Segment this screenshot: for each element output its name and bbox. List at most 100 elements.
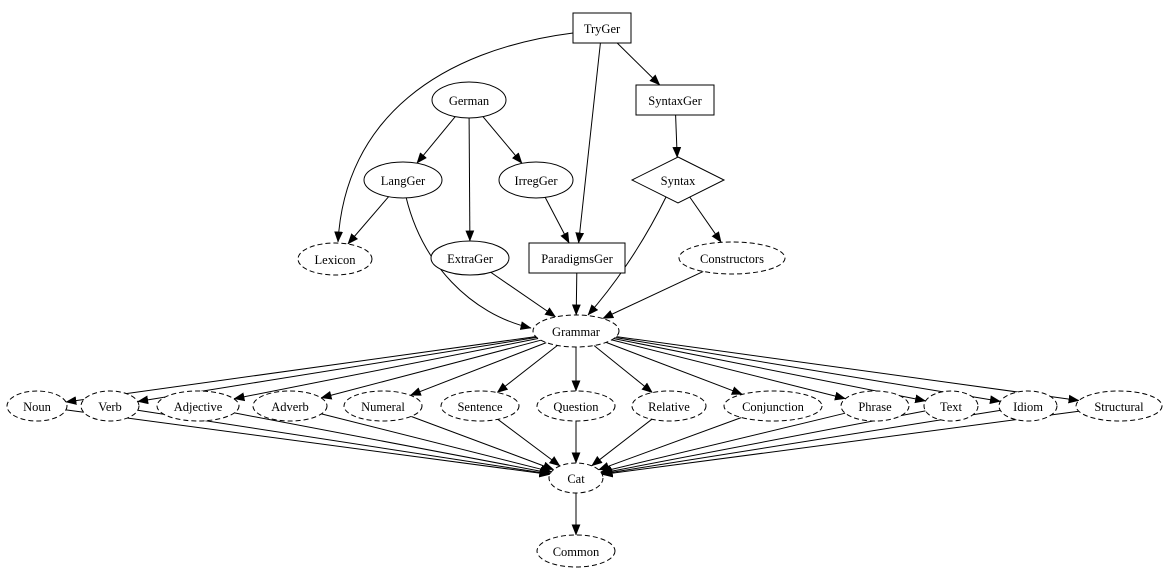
node-Adjective: Adjective <box>156 390 240 422</box>
edge-Structural-Cat <box>601 410 1079 478</box>
node-label: LangGer <box>381 174 426 188</box>
node-Cat: Cat <box>548 462 604 494</box>
node-label: Relative <box>648 400 690 414</box>
node-Relative: Relative <box>631 390 707 422</box>
node-label: ExtraGer <box>447 252 494 266</box>
edge-Numeral-Cat <box>410 415 555 471</box>
ellipse-shape <box>430 240 510 276</box>
ellipse-shape <box>923 390 979 422</box>
ellipse-shape <box>840 390 910 422</box>
edge-TryGer-ParadigmsGer <box>575 42 601 244</box>
edge-Grammar-Relative <box>593 345 653 393</box>
node-label: ParadigmsGer <box>541 252 613 266</box>
ellipse-shape <box>1075 390 1163 422</box>
node-Noun: Noun <box>6 390 68 422</box>
ellipse-shape <box>297 242 373 276</box>
node-Verb: Verb <box>80 390 140 422</box>
node-label: Cat <box>567 472 585 486</box>
node-German: German <box>431 81 507 119</box>
node-Grammar: Grammar <box>532 314 620 348</box>
edge-Conjunction-Cat <box>598 417 742 471</box>
node-Lexicon: Lexicon <box>297 242 373 276</box>
node-label: Phrase <box>858 400 892 414</box>
node-Numeral: Numeral <box>343 390 423 422</box>
edge-Adverb-Cat <box>321 413 552 474</box>
node-label: Adverb <box>271 400 309 414</box>
edge-German-LangGer <box>416 116 456 164</box>
edge-IrregGer-ParadigmsGer <box>544 197 570 244</box>
ellipse-shape <box>532 314 620 348</box>
ellipse-shape <box>536 390 616 422</box>
ellipse-shape <box>363 161 443 199</box>
ellipse-shape <box>631 390 707 422</box>
edge-Grammar-Conjunction <box>605 341 743 395</box>
node-label: Adjective <box>174 400 223 414</box>
edge-Verb-Cat <box>137 409 551 477</box>
node-label: Question <box>553 400 599 414</box>
edge-German-IrregGer <box>482 116 523 164</box>
node-label: Numeral <box>361 400 405 414</box>
node-IrregGer: IrregGer <box>498 161 574 199</box>
edge-Grammar-Noun <box>65 336 536 405</box>
node-SyntaxGer: SyntaxGer <box>635 84 715 116</box>
edge-layer <box>65 32 1080 536</box>
node-label: German <box>449 94 490 108</box>
node-label: SyntaxGer <box>648 94 702 108</box>
node-label: Syntax <box>661 174 696 188</box>
ellipse-shape <box>431 81 507 119</box>
edge-SyntaxGer-Syntax <box>672 114 682 158</box>
edge-Constructors-Grammar <box>602 270 704 319</box>
edge-Grammar-Phrase <box>611 339 846 401</box>
edge-German-ExtraGer <box>465 117 475 242</box>
box-shape <box>572 12 632 44</box>
node-label: Structural <box>1094 400 1144 414</box>
edge-Grammar-Numeral <box>409 342 547 396</box>
node-Phrase: Phrase <box>840 390 910 422</box>
edge-Grammar-Text <box>613 338 927 404</box>
node-label: Text <box>940 400 963 414</box>
node-ParadigmsGer: ParadigmsGer <box>528 242 626 274</box>
node-Structural: Structural <box>1075 390 1163 422</box>
diamond-shape <box>630 156 726 204</box>
edge-LangGer-Lexicon <box>347 196 389 245</box>
edge-ExtraGer-Grammar <box>490 271 557 318</box>
box-shape <box>635 84 715 116</box>
edge-Grammar-Adjective <box>233 338 539 402</box>
node-Common: Common <box>536 534 616 568</box>
ellipse-shape <box>998 390 1058 422</box>
ellipse-shape <box>498 161 574 199</box>
edge-TryGer-SyntaxGer <box>616 42 661 86</box>
node-label: IrregGer <box>514 174 558 188</box>
edge-Adjective-Cat <box>234 412 552 476</box>
node-label: Constructors <box>700 252 764 266</box>
node-label: Idiom <box>1013 400 1043 414</box>
ellipse-shape <box>440 390 520 422</box>
node-Adverb: Adverb <box>252 390 328 422</box>
ellipse-shape <box>536 534 616 568</box>
ellipse-shape <box>678 241 786 275</box>
node-label: Common <box>553 545 600 559</box>
edge-Syntax-Constructors <box>689 196 722 243</box>
node-LangGer: LangGer <box>363 161 443 199</box>
node-Text: Text <box>923 390 979 422</box>
node-ExtraGer: ExtraGer <box>430 240 510 276</box>
node-label: Sentence <box>457 400 503 414</box>
edge-Grammar-Adverb <box>320 339 542 400</box>
edge-Noun-Cat <box>65 409 551 478</box>
edge-Idiom-Cat <box>601 409 1001 477</box>
edge-ParadigmsGer-Grammar <box>571 272 581 316</box>
node-Conjunction: Conjunction <box>723 390 823 422</box>
box-shape <box>528 242 626 274</box>
node-Question: Question <box>536 390 616 422</box>
edge-Sentence-Cat <box>497 418 561 467</box>
node-label: Conjunction <box>742 400 805 414</box>
node-TryGer: TryGer <box>572 12 632 44</box>
node-label: Noun <box>23 400 52 414</box>
node-Sentence: Sentence <box>440 390 520 422</box>
ellipse-shape <box>723 390 823 422</box>
edge-Relative-Cat <box>591 418 653 467</box>
edge-TryGer-Lexicon <box>334 32 574 243</box>
